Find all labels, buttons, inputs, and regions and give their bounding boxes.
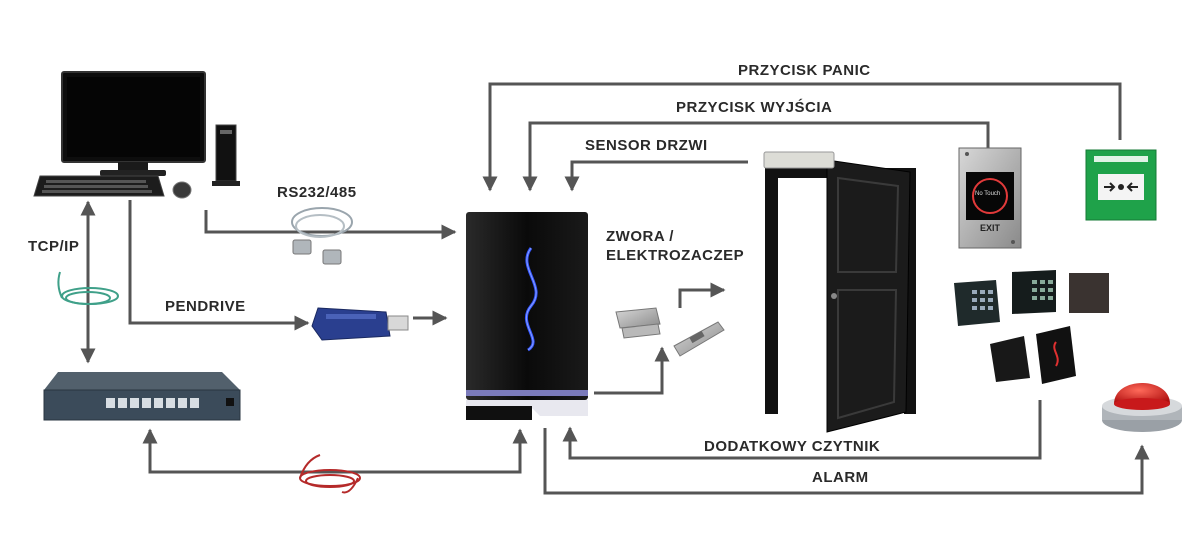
label-pendrive: PENDRIVE xyxy=(165,298,246,315)
exit-button-touch-text: No Touch xyxy=(975,191,1001,197)
ethernet-cable-red-icon xyxy=(299,454,361,494)
line-rs232 xyxy=(204,210,457,240)
magnetic-lock-icon xyxy=(615,307,661,339)
label-tcpip: TCP/IP xyxy=(28,238,80,255)
electric-strike-icon xyxy=(673,321,725,357)
pc-tower-icon xyxy=(212,124,240,186)
line-switch-reader xyxy=(142,428,528,474)
serial-cable-icon xyxy=(291,207,353,265)
label-przycisk-wyjscia: PRZYCISK WYJŚCIA xyxy=(676,99,833,116)
exit-button-exit-text: EXIT xyxy=(980,223,1001,233)
label-rs232: RS232/485 xyxy=(277,184,357,201)
line-pendrive xyxy=(128,200,310,331)
computer-monitor-icon xyxy=(61,71,206,176)
line-exit xyxy=(522,121,990,192)
label-zwora: ZWORA / xyxy=(606,228,674,245)
card-reader-icon xyxy=(954,270,1109,384)
ethernet-cable-green-icon xyxy=(57,271,119,305)
line-alarm xyxy=(543,428,1150,495)
label-elektrozaczep: ELEKTROZACZEP xyxy=(606,247,745,264)
exit-button-icon xyxy=(958,147,1022,249)
label-alarm: ALARM xyxy=(812,469,869,486)
panic-button-icon xyxy=(1085,149,1157,221)
keyboard-icon xyxy=(33,175,165,197)
door-icon xyxy=(763,151,916,433)
line-reader2 xyxy=(562,400,1042,460)
network-switch-icon xyxy=(43,372,241,421)
connection-lines xyxy=(80,82,1150,495)
label-sensor-drzwi: SENSOR DRZWI xyxy=(585,137,708,154)
line-sensor xyxy=(564,160,748,192)
line-lock-b xyxy=(678,282,726,308)
access-controller-icon xyxy=(466,212,588,420)
alarm-siren-icon xyxy=(1102,383,1182,432)
mouse-icon xyxy=(172,181,192,199)
line-lock xyxy=(594,346,670,395)
label-przycisk-panic: PRZYCISK PANIC xyxy=(738,62,871,79)
line-panic xyxy=(482,82,1122,192)
usb-pendrive-icon xyxy=(311,307,409,341)
label-dodatkowy-czytnik: DODATKOWY CZYTNIK xyxy=(704,438,881,455)
